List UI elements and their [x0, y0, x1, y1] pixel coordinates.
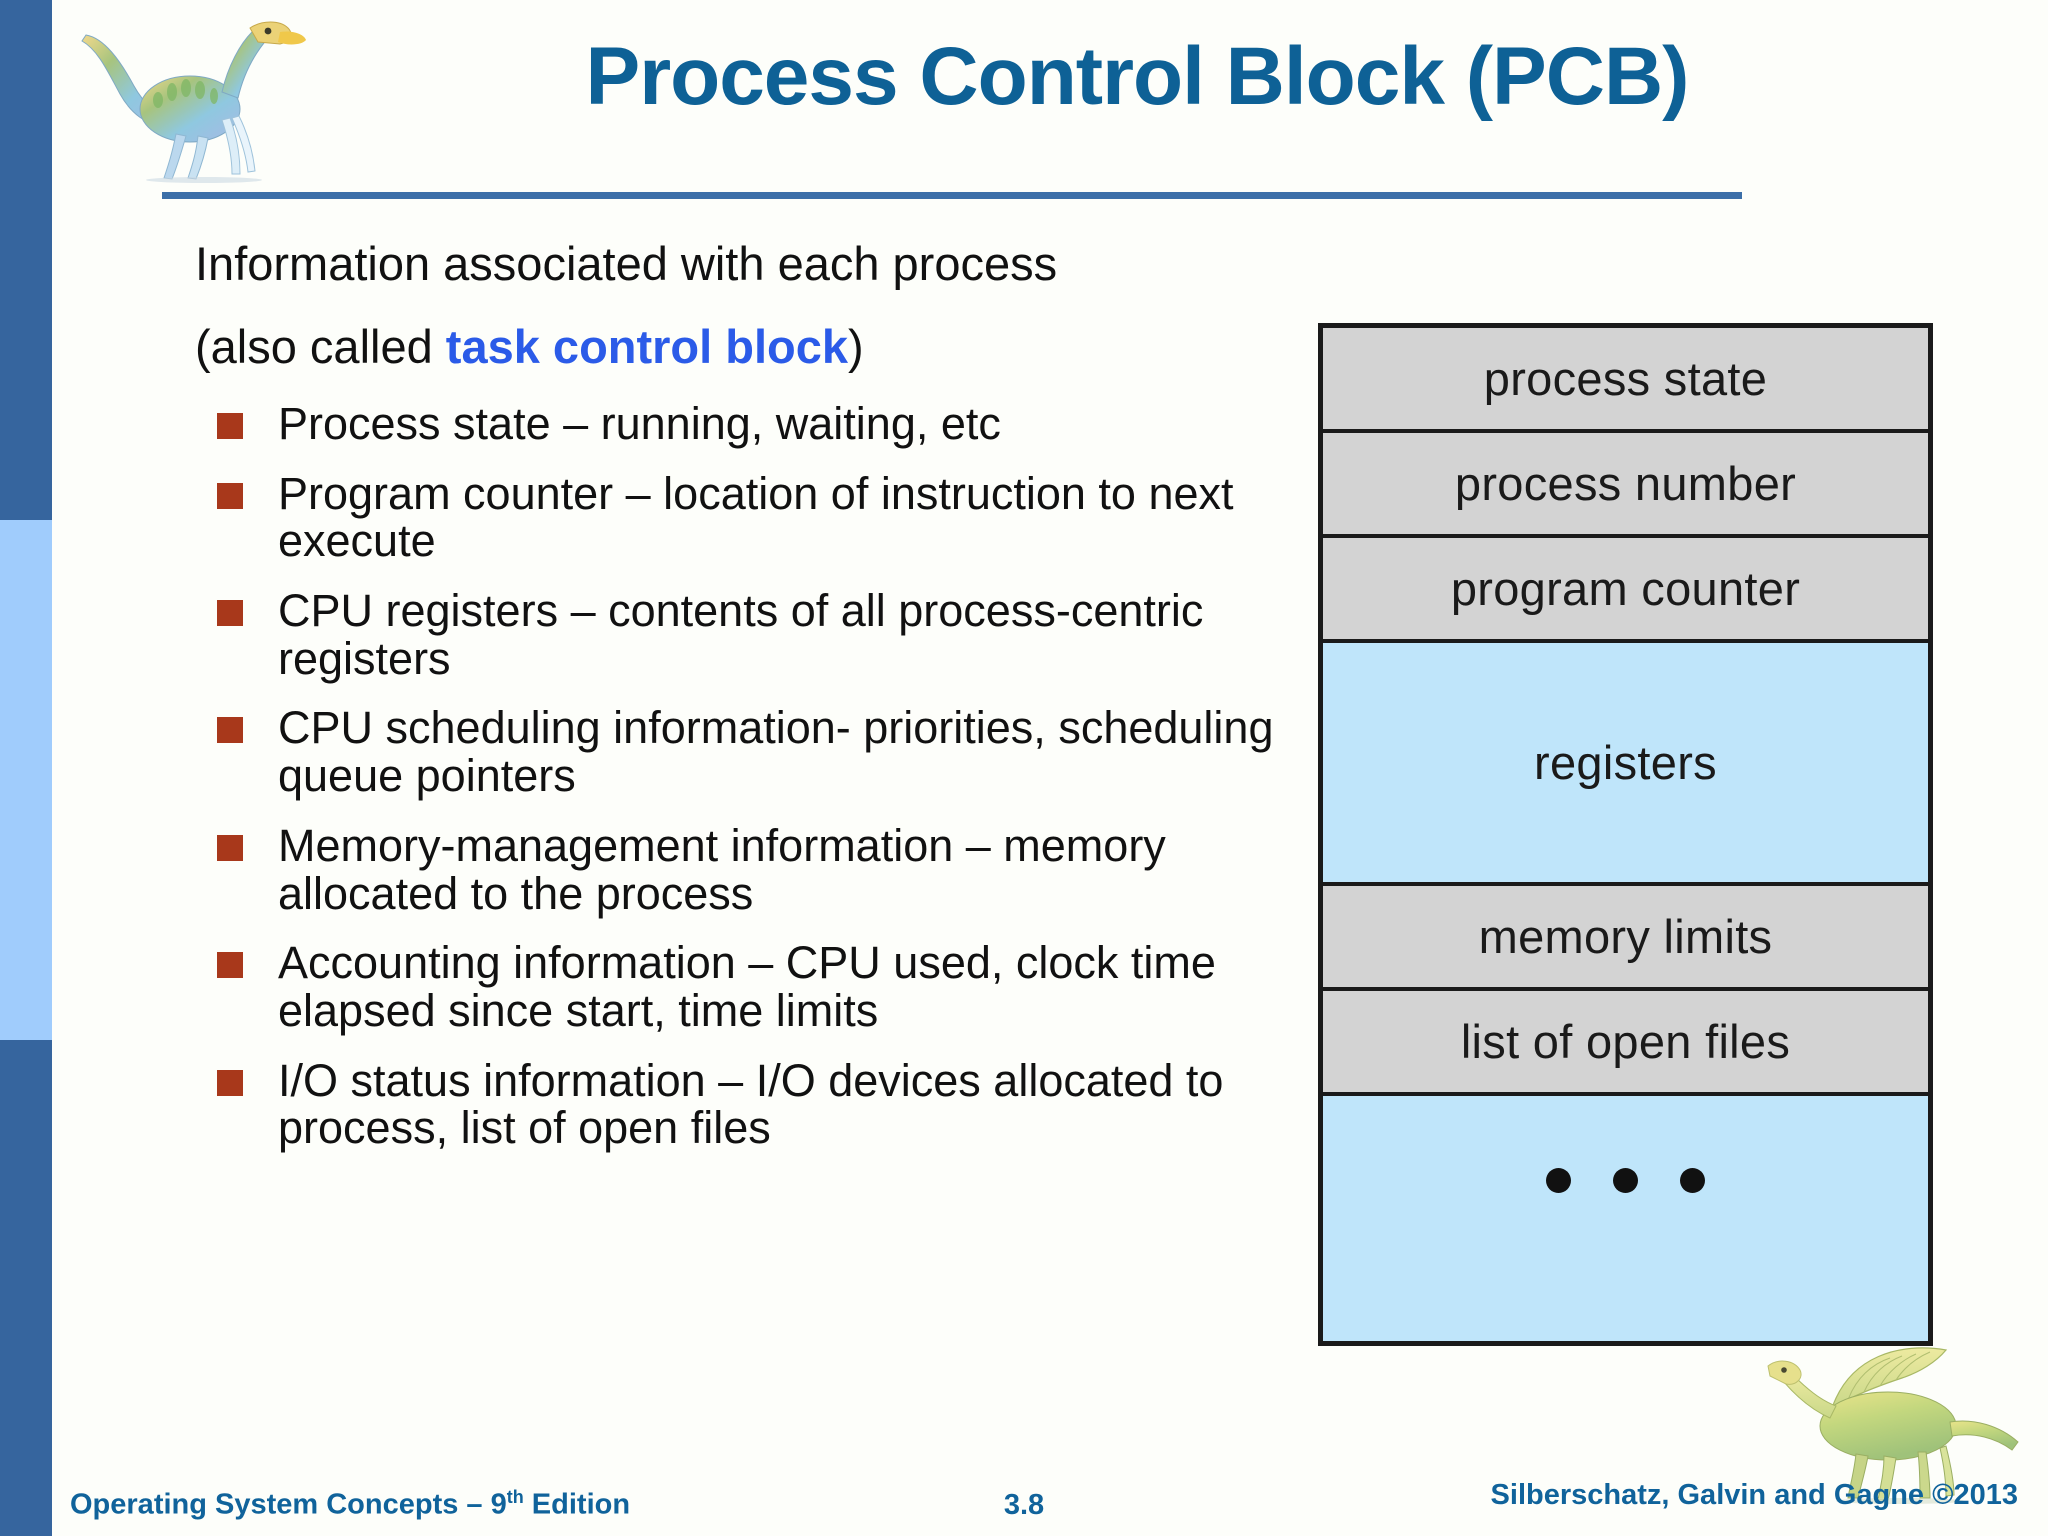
sidebar-segment-top	[0, 0, 52, 520]
sidebar-segment-bottom	[0, 1040, 52, 1536]
list-item: Process state – running, waiting, etc	[195, 400, 1285, 448]
dinosaur-icon	[81, 21, 306, 183]
page-number: 3.8	[1003, 1489, 1045, 1521]
pcb-row-process-state: process state	[1323, 328, 1928, 433]
pcb-row-registers: registers	[1323, 643, 1928, 886]
footer-edition-label: Operating System Concepts – 9th Edition	[70, 1487, 630, 1522]
footer-edition-tail: Edition	[523, 1489, 631, 1521]
lead-line-1: Information associated with each process	[195, 237, 1058, 290]
list-item: Accounting information – CPU used, clock…	[195, 939, 1285, 1034]
ellipsis-dots-icon	[1546, 1168, 1705, 1193]
slide-header: Process Control Block (PCB)	[57, 0, 2048, 206]
pcb-row-ellipsis	[1323, 1096, 1928, 1341]
decorative-sidebar	[0, 0, 52, 1536]
page-title: Process Control Block (PCB)	[585, 31, 1690, 122]
lead-line-2-suffix: )	[848, 320, 864, 373]
list-item: Memory-management information – memory a…	[195, 821, 1285, 917]
lead-line-2: (also called task control block)	[195, 323, 1285, 370]
pcb-row-list-of-open-files: list of open files	[1323, 991, 1928, 1096]
pcb-row-process-number: process number	[1323, 433, 1928, 538]
task-control-block-emphasis: task control block	[445, 320, 849, 373]
dot-1	[1546, 1168, 1571, 1193]
list-item: Program counter – location of instructio…	[195, 469, 1285, 565]
pcb-row-memory-limits: memory limits	[1323, 886, 1928, 991]
dinosaur-icon	[1767, 1347, 2019, 1504]
title-divider	[162, 192, 1742, 199]
footer-edition-sup: th	[506, 1487, 524, 1508]
bullet-list: Process state – running, waiting, etc Pr…	[195, 400, 1285, 1152]
list-item: CPU registers – contents of all process-…	[195, 587, 1285, 682]
dot-3	[1680, 1168, 1705, 1193]
pcb-diagram: process state process number program cou…	[1318, 323, 1933, 1346]
lead-line-2-prefix: (also called	[195, 320, 446, 373]
footer-copyright: Silberschatz, Galvin and Gagne ©2013	[1490, 1479, 2018, 1511]
pcb-row-program-counter: program counter	[1323, 538, 1928, 643]
dot-2	[1613, 1168, 1638, 1193]
footer-edition-main: Operating System Concepts – 9	[70, 1489, 507, 1521]
slide-footer: Operating System Concepts – 9th Edition …	[0, 1460, 2048, 1536]
list-item: I/O status information – I/O devices all…	[195, 1056, 1285, 1152]
slide-body: Information associated with each process…	[195, 240, 1285, 1174]
list-item: CPU scheduling information- priorities, …	[195, 704, 1285, 800]
sidebar-segment-middle	[0, 520, 52, 1040]
sidebar-gap	[52, 0, 57, 1536]
